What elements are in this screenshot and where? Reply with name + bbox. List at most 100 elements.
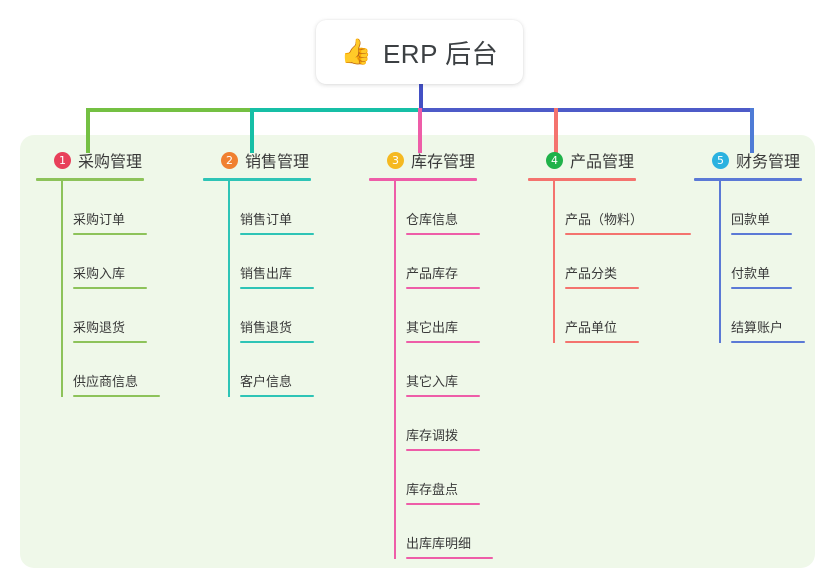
leaf-item-label: 出库库明细 [406,536,472,551]
leaf-item-underline [240,287,314,289]
leaf-item-underline [240,341,314,343]
root-title: ERP 后台 [382,38,499,69]
leaf-item-label: 采购订单 [73,212,126,227]
branch-title-3: 库存管理 [411,154,476,171]
branch-items-5: 回款单付款单结算账户 [694,181,805,343]
leaf-item-underline [565,233,691,235]
leaf-item[interactable]: 采购入库 [36,235,160,289]
leaf-item[interactable]: 采购退货 [36,289,160,343]
branch-items-1: 采购订单采购入库采购退货供应商信息 [36,181,160,397]
leaf-item-label: 客户信息 [240,374,293,389]
leaf-item[interactable]: 仓库信息 [369,181,493,235]
leaf-item[interactable]: 产品单位 [528,289,691,343]
branch-badge-4: 4 [546,151,563,169]
leaf-item-label: 产品单位 [565,320,618,335]
branch-items-2: 销售订单销售出库销售退货客户信息 [203,181,314,397]
branch-underline-2 [203,178,311,181]
branch-column-1: 1 采购管理采购订单采购入库采购退货供应商信息 [36,148,160,397]
branch-badge-3: 3 [387,151,404,169]
branch-column-3: 3 库存管理仓库信息产品库存其它出库其它入库库存调拨库存盘点出库库明细 [369,148,493,559]
leaf-item[interactable]: 库存盘点 [369,451,493,505]
branch-title-2: 销售管理 [245,154,310,171]
leaf-item-underline [565,341,639,343]
branch-items-4: 产品（物料） 产品分类产品单位 [528,181,691,343]
bus-segment-3 [418,108,752,112]
leaf-item-underline [73,287,147,289]
branch-title-5: 财务管理 [736,154,801,171]
leaf-item[interactable]: 产品库存 [369,235,493,289]
leaf-item-label: 回款单 [731,212,771,227]
leaf-item-underline [406,449,480,451]
leaf-item-label: 供应商信息 [73,374,139,389]
leaf-item-label: 其它入库 [406,374,459,389]
bus-segment-2 [250,108,420,112]
leaf-item[interactable]: 销售订单 [203,181,314,235]
leaf-item-underline [731,341,805,343]
leaf-item[interactable]: 销售退货 [203,289,314,343]
root-title-card[interactable]: 👍 ERP 后台 [316,20,523,84]
branch-underline-4 [528,178,636,181]
leaf-item[interactable]: 采购订单 [36,181,160,235]
leaf-item-underline [406,503,480,505]
leaf-item-underline [406,287,480,289]
branch-items-3: 仓库信息产品库存其它出库其它入库库存调拨库存盘点出库库明细 [369,181,493,559]
content-panel [20,135,815,568]
branch-header-3[interactable]: 3 库存管理 [369,148,493,172]
leaf-item[interactable]: 库存调拨 [369,397,493,451]
branch-badge-5: 5 [712,151,729,169]
branch-header-1[interactable]: 1 采购管理 [36,148,160,172]
branch-header-4[interactable]: 4 产品管理 [528,148,691,172]
leaf-item-underline [73,395,160,397]
leaf-item-underline [731,233,792,235]
leaf-item-underline [406,233,480,235]
branch-header-5[interactable]: 5 财务管理 [694,148,805,172]
leaf-item-label: 产品（物料） [565,212,644,227]
leaf-item-underline [73,233,147,235]
leaf-item-underline [240,395,314,397]
branch-column-4: 4 产品管理产品（物料） 产品分类产品单位 [528,148,691,343]
leaf-item-label: 库存盘点 [406,482,459,497]
branch-column-2: 2 销售管理销售订单销售出库销售退货客户信息 [203,148,314,397]
branch-header-2[interactable]: 2 销售管理 [203,148,314,172]
leaf-item-underline [731,287,792,289]
leaf-item[interactable]: 产品（物料） [528,181,691,235]
branch-column-5: 5 财务管理回款单付款单结算账户 [694,148,805,343]
drop-connector-5 [750,108,754,153]
leaf-item-label: 采购入库 [73,266,126,281]
leaf-item[interactable]: 其它出库 [369,289,493,343]
branch-spine-4 [553,181,555,343]
leaf-item[interactable]: 产品分类 [528,235,691,289]
leaf-item-label: 销售出库 [240,266,293,281]
leaf-item-underline [240,233,314,235]
thumbs-up-icon: 👍 [340,37,372,66]
branch-badge-2: 2 [221,151,238,169]
leaf-item[interactable]: 出库库明细 [369,505,493,559]
leaf-item-underline [406,557,493,559]
branch-spine-5 [719,181,721,343]
branch-badge-1: 1 [54,151,71,169]
leaf-item-label: 仓库信息 [406,212,459,227]
leaf-item-label: 付款单 [731,266,771,281]
trunk-connector [419,84,423,109]
leaf-item[interactable]: 客户信息 [203,343,314,397]
leaf-item-label: 产品分类 [565,266,618,281]
leaf-item-label: 产品库存 [406,266,459,281]
branch-title-4: 产品管理 [570,154,635,171]
leaf-item[interactable]: 其它入库 [369,343,493,397]
branch-underline-1 [36,178,144,181]
leaf-item-underline [565,287,639,289]
drop-connector-1 [86,108,90,153]
leaf-item[interactable]: 销售出库 [203,235,314,289]
leaf-item[interactable]: 付款单 [694,235,805,289]
branch-title-1: 采购管理 [78,154,143,171]
leaf-item[interactable]: 回款单 [694,181,805,235]
leaf-item[interactable]: 结算账户 [694,289,805,343]
leaf-item[interactable]: 供应商信息 [36,343,160,397]
leaf-item-label: 结算账户 [731,320,784,335]
leaf-item-label: 销售订单 [240,212,293,227]
leaf-item-underline [406,395,480,397]
leaf-item-underline [406,341,480,343]
bus-segment-1 [86,108,252,112]
branch-underline-5 [694,178,802,181]
